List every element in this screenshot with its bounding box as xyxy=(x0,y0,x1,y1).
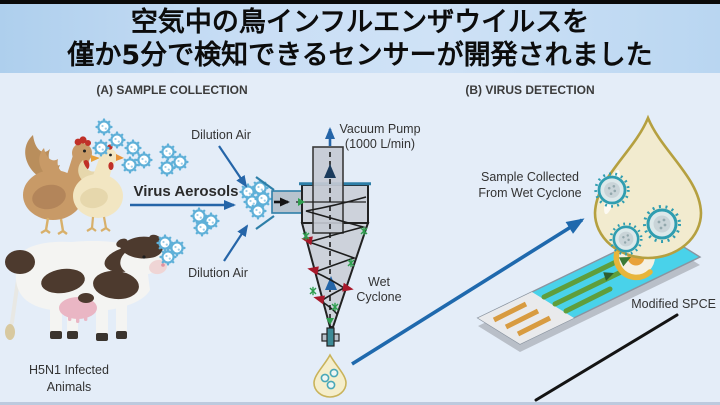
dilution-air-bottom-arrow xyxy=(223,224,249,262)
headline-banner: 空気中の鳥インフルエンザウイルスを 僅か5分で検知できるセンサーが開発されました xyxy=(0,0,720,73)
panel-b-header: (B) VIRUS DETECTION xyxy=(465,83,594,97)
virus-aerosols-label: Virus Aerosols xyxy=(133,183,238,200)
sample-collected-label-line2: From Wet Cyclone xyxy=(478,186,581,200)
inlet-funnel-lines xyxy=(255,176,275,230)
contact-pads xyxy=(492,301,552,337)
bottom-edge-shade xyxy=(0,402,720,405)
modified-spce-label: Modified SPCE xyxy=(631,297,716,311)
vacuum-pump-label-line1: Vacuum Pump xyxy=(339,122,420,136)
rooster-illustration xyxy=(23,135,100,236)
sample-collected-label-line1: Sample Collected xyxy=(481,170,579,184)
cyclone-outlet-nozzle xyxy=(326,327,335,347)
vacuum-tube xyxy=(312,146,344,234)
collection-droplet-icon xyxy=(313,353,347,398)
dilution-air-top-arrow xyxy=(218,145,248,188)
h5n1-label-line1: H5N1 Infected xyxy=(29,363,109,377)
sample-transfer-arrow xyxy=(351,218,585,366)
vacuum-pump-label-line2: (1000 L/min) xyxy=(345,137,415,151)
cyclone-spiral xyxy=(305,196,367,315)
headline-line-1: 空気中の鳥インフルエンザウイルスを xyxy=(130,6,590,38)
sample-droplet-icon xyxy=(593,114,703,260)
dilution-air-bottom-label: Dilution Air xyxy=(188,266,248,280)
wet-cyclone-diagram xyxy=(271,146,371,347)
modified-spce-pointer-line xyxy=(534,313,679,402)
cow-illustration xyxy=(5,234,167,341)
wet-cyclone-label-line1: Wet xyxy=(368,275,391,289)
dilution-air-top-label: Dilution Air xyxy=(191,128,251,142)
panel-a-header: (A) SAMPLE COLLECTION xyxy=(96,83,247,97)
h5n1-label-line2: Animals xyxy=(47,380,91,394)
headline-line-2: 僅か5分で検知できるセンサーが開発されました xyxy=(67,39,653,71)
electrode-traces xyxy=(541,256,625,314)
wet-cyclone-label-line2: Cyclone xyxy=(356,290,401,304)
spce-chip-illustration xyxy=(476,230,702,352)
spiral-red-arrows xyxy=(301,236,354,305)
